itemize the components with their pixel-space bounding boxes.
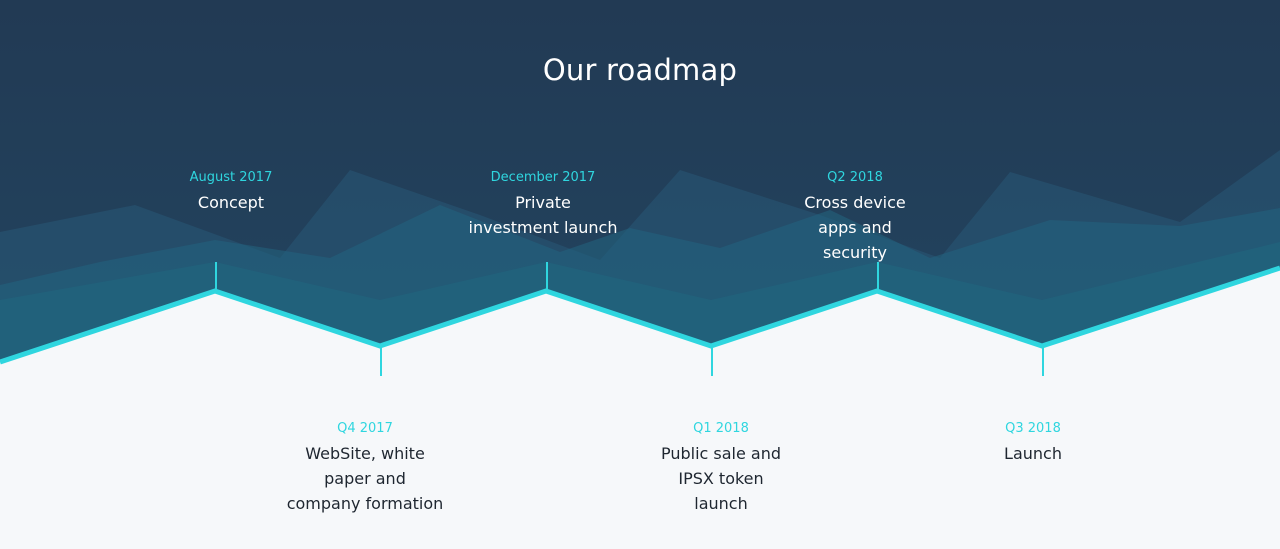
milestone-launch: Q3 2018 Launch — [953, 421, 1113, 466]
milestone-date: Q2 2018 — [827, 170, 883, 185]
milestone-website: Q4 2017 WebSite, white paper and company… — [285, 421, 445, 516]
milestone-date: August 2017 — [189, 170, 273, 185]
milestone-date: December 2017 — [490, 170, 596, 185]
milestone-date: Q3 2018 — [1005, 421, 1061, 436]
milestone-label: WebSite, white paper and company formati… — [286, 444, 444, 513]
milestone-label: Public sale and IPSX token launch — [660, 444, 782, 513]
milestone-private-investment: December 2017 Private investment launch — [468, 170, 618, 240]
milestone-label: Private investment launch — [468, 193, 618, 237]
milestone-label: Concept — [197, 193, 265, 212]
milestone-label: Cross device apps and security — [804, 193, 906, 262]
page-title: Our roadmap — [542, 53, 738, 88]
milestone-label: Launch — [1004, 444, 1062, 463]
milestone-date: Q1 2018 — [693, 421, 749, 436]
milestone-public-sale: Q1 2018 Public sale and IPSX token launc… — [656, 421, 786, 516]
mountain-layer-front — [0, 242, 1280, 362]
timeline-line — [0, 265, 1280, 365]
milestone-cross-device: Q2 2018 Cross device apps and security — [785, 170, 925, 265]
mountain-layer-mid — [0, 205, 1280, 362]
milestone-concept: August 2017 Concept — [131, 170, 331, 215]
milestone-date: Q4 2017 — [337, 421, 393, 436]
